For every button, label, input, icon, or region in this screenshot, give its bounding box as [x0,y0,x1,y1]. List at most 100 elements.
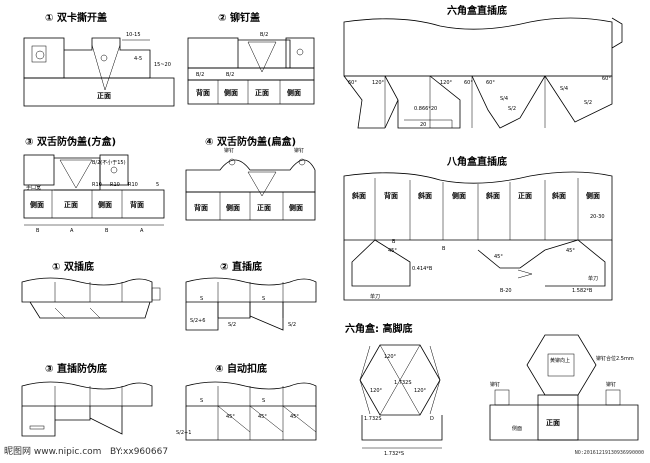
dim-label: 60° [348,80,357,86]
label-front: 正面 [257,204,271,212]
dim-label: S/2+6 [190,318,205,324]
panel-rivet-lid: ② 铆钉盖 背面 侧面 正面 侧面 B/2 B/2 B/2 [187,11,315,105]
label-bevel: 斜面 [417,191,432,200]
label-side: 侧面 [287,88,301,97]
dim-label: S [262,398,265,404]
dim-label: B/2 [196,72,204,78]
panel-octagon-straight-bottom: 八角盒直插底 斜面 背面 斜面 侧面 斜面 正面 斜面 侧面 20-30 B 0… [343,155,613,301]
dim-label: 20-30 [590,214,605,220]
dim-label: S/4 [500,96,508,102]
label-front: 正面 [546,419,560,427]
panel-title: ② 铆钉盖 [218,11,260,24]
dim-label: 0.414*B [412,266,433,272]
label-back: 背面 [130,200,144,209]
panel-title: 八角盒直插底 [446,155,507,168]
lid-flap [187,37,239,69]
rivet-label: 铆钉 [490,381,500,388]
label-rivet-up: 黄铆向上 [550,357,570,364]
panel-double-tongue-square: ③ 双舌防伪盖(方盒) 侧面 正面 侧面 背面 B/2(不小于15) 手口宽 R… [23,135,165,234]
dim-label: S/2+1 [176,430,191,436]
panel-hexagon-high-foot-bottom: 六角盒: 高脚底 120° 120° 120° 1.732S 1.732S D … [345,322,639,457]
dim-label: 120° [384,354,397,360]
dim-label: 60° [486,80,495,86]
dim-label: B [105,228,109,234]
dim-label: 120° [372,80,385,86]
panel-hexagon-straight-bottom: 六角盒直插底 60° 120° 120° 60° 60° 0.866*20 20… [343,4,623,129]
dim-label: B [392,239,396,245]
panel-double-insert-bottom: ① 双插底 [21,260,161,319]
rivet-label: 铆钉 [224,147,234,154]
dim-label: R10 [128,182,138,188]
panel-double-tear-lid: ① 双卡撕开盖 正面 10-15 4-5 15~20 [23,11,175,107]
body-strip [23,77,175,107]
dim-label: 45° [258,414,267,420]
dim-label: 1.732*S [384,451,404,457]
panel-double-tongue-flat: ④ 双舌防伪盖(扁盒) 铆钉 铆钉 背面 侧面 正面 侧面 [185,135,316,221]
dim-label: S [200,398,203,404]
watermark-left: 昵图网 www.nipic.com BY:xx960667 [4,444,168,457]
dim-label: A [140,228,144,234]
panel-title: ① 双插底 [52,260,94,273]
dim-label: 120° [440,80,453,86]
label-side: 侧面 [226,203,240,212]
watermark-right: NO:20161219130936990000 [574,450,644,456]
dim-label: 1.582*B [572,288,593,294]
label-bevel: 斜面 [485,191,500,200]
label-bevel: 斜面 [351,191,366,200]
label-bevel: 斜面 [551,191,566,200]
dim-label: 10-15 [126,32,141,38]
dim-label: 15~20 [154,62,171,68]
dim-label: A [70,228,74,234]
dim-label: B/2 [226,72,234,78]
label-front: 正面 [518,192,532,200]
panel-title: 六角盒直插底 [447,4,507,17]
label-side: 侧面 [224,88,238,97]
dim-label: 手口宽 [26,184,41,191]
label-back: 背面 [384,191,398,200]
panel-title: ③ 双舌防伪盖(方盒) [25,135,116,148]
dim-label: R10 [110,182,120,188]
panel-auto-lock-bottom: ④ 自动扣底 S S S/2+1 45° 45° 45° [176,362,317,441]
dim-label: B/2 [260,32,268,38]
dim-label: 120° [370,388,383,394]
label-side: 侧面 [452,191,466,200]
body-strip [23,189,165,219]
dim-label: 45° [566,248,575,254]
panel-title: 六角盒: 高脚底 [345,322,412,335]
dim-label: B [442,246,446,252]
watermark-site: 昵图网 www.nipic.com [4,447,102,457]
dim-label: S/2 [584,100,592,106]
label-side: 侧面 [98,200,112,209]
dim-label: 60° [602,76,611,82]
dim-label: S [200,296,203,302]
dim-label: 铆钉合位2.5mm [596,355,634,362]
dim-label: S/2 [508,106,516,112]
dim-label: 5 [156,182,159,188]
label-side: 侧面 [586,191,600,200]
label-side: 侧面 [512,425,522,432]
dim-label: R10 [92,182,102,188]
dim-label: 45° [226,414,235,420]
dim-label: 1.732S [364,416,382,422]
body-strip [187,79,315,105]
rivet-label: 铆钉 [606,381,616,388]
dim-label: 60° [464,80,473,86]
dim-label: 45° [290,414,299,420]
watermark-id: BY:xx960667 [110,447,169,457]
label-side: 侧面 [289,203,303,212]
panel-title: ④ 自动扣底 [215,362,267,375]
dim-label: 0.866*20 [414,106,437,112]
dim-label: 120° [414,388,427,394]
dim-label: 20 [420,122,426,128]
label-front: 正面 [97,92,111,100]
dim-label: 4-5 [134,56,142,62]
panel-straight-anti-fake-bottom: ③ 直插防伪底 [21,362,153,437]
dim-label: D [430,416,434,422]
dim-label: S/2 [288,322,296,328]
label-side: 侧面 [30,200,44,209]
dim-label: 45° [494,254,503,260]
label-front: 正面 [64,201,78,209]
dim-label: S/4 [560,86,568,92]
